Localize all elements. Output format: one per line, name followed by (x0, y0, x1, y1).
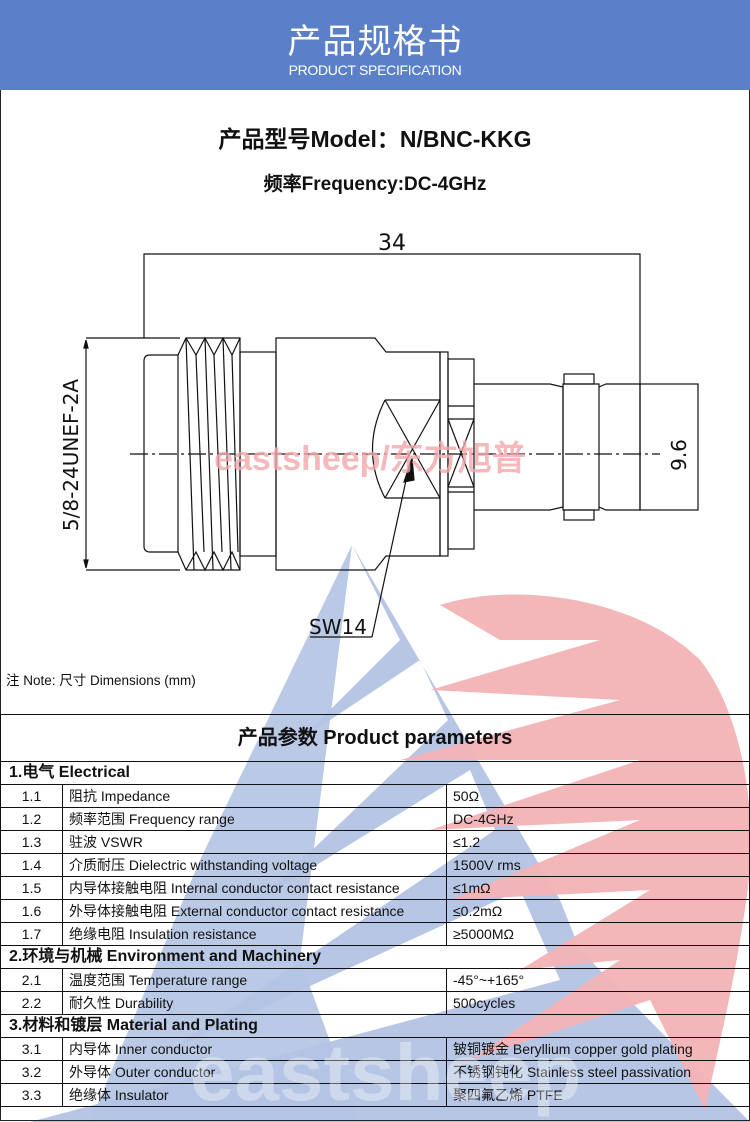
param-name: 耐久性 Durability (62, 991, 447, 1015)
param-number: 1.4 (0, 853, 63, 877)
section-heading: 2.环境与机械 Environment and Machinery (0, 945, 750, 969)
param-name: 内导体 Inner conductor (62, 1037, 447, 1061)
connector-drawing: 34 5/8-24UNEF-2A 9.6 SW14 eastsheep/东方旭普 (59, 231, 699, 639)
page-header: 产品规格书 PRODUCT SPECIFICATION (0, 0, 750, 90)
model-title: 产品型号Model：N/BNC-KKG (218, 126, 532, 152)
param-number: 1.1 (0, 784, 63, 808)
dimension-thread-label: 5/8-24UNEF-2A (59, 379, 83, 532)
param-number: 1.5 (0, 876, 63, 900)
param-name: 绝缘电阻 Insulation resistance (62, 922, 447, 946)
param-value: 不锈钢钝化 Stainless steel passivation (446, 1060, 750, 1084)
param-number: 1.6 (0, 899, 63, 923)
param-value: 1500V rms (446, 853, 750, 877)
header-title-cn: 产品规格书 (287, 22, 463, 62)
param-number: 3.1 (0, 1037, 63, 1061)
section-heading: 3.材料和镀层 Material and Plating (0, 1014, 750, 1038)
param-number: 2.1 (0, 968, 63, 992)
param-value: ≤0.2mΩ (446, 899, 750, 923)
param-value: 聚四氟乙烯 PTFE (446, 1083, 750, 1107)
dimension-thread: 5/8-24UNEF-2A (59, 337, 180, 571)
param-number: 1.2 (0, 807, 63, 831)
param-value: -45°~+165° (446, 968, 750, 992)
watermark-text: eastsheep/东方旭普 (214, 439, 526, 478)
frequency-title: 频率Frequency:DC-4GHz (263, 174, 487, 195)
parameters-title-row: 产品参数 Product parameters (0, 714, 750, 762)
param-name: 内导体接触电阻 Internal conductor contact resis… (62, 876, 447, 900)
param-name: 驻波 VSWR (62, 830, 447, 854)
param-number: 2.2 (0, 991, 63, 1015)
param-number: 3.2 (0, 1060, 63, 1084)
dimension-length: 34 (143, 231, 641, 384)
param-name: 外导体接触电阻 External conductor contact resis… (62, 899, 447, 923)
param-name: 介质耐压 Dielectric withstanding voltage (62, 853, 447, 877)
param-name: 频率范围 Frequency range (62, 807, 447, 831)
param-value: ≤1.2 (446, 830, 750, 854)
param-value: 铍铜镀金 Beryllium copper gold plating (446, 1037, 750, 1061)
param-number: 1.7 (0, 922, 63, 946)
section-heading: 1.电气 Electrical (0, 761, 750, 785)
param-value: 50Ω (446, 784, 750, 808)
param-name: 绝缘体 Insulator (62, 1083, 447, 1107)
section-row: 2.环境与机械 Environment and Machinery (0, 945, 750, 969)
header-title-en: PRODUCT SPECIFICATION (288, 62, 462, 78)
param-number: 3.3 (0, 1083, 63, 1107)
param-value: ≤1mΩ (446, 876, 750, 900)
param-number: 1.3 (0, 830, 63, 854)
parameters-title: 产品参数 Product parameters (0, 714, 750, 762)
wrench-size-label: SW14 (309, 615, 367, 639)
param-name: 外导体 Outer conductor (62, 1060, 447, 1084)
dimension-length-label: 34 (378, 231, 406, 256)
section-row: 1.电气 Electrical (0, 761, 750, 785)
param-value: 500cycles (446, 991, 750, 1015)
param-name: 温度范围 Temperature range (62, 968, 447, 992)
section-row: 3.材料和镀层 Material and Plating (0, 1014, 750, 1038)
dimension-diameter-label: 9.6 (667, 439, 691, 471)
dimension-note: 注 Note: 尺寸 Dimensions (mm) (6, 673, 196, 688)
param-value: DC-4GHz (446, 807, 750, 831)
param-name: 阻抗 Impedance (62, 784, 447, 808)
param-value: ≥5000MΩ (446, 922, 750, 946)
